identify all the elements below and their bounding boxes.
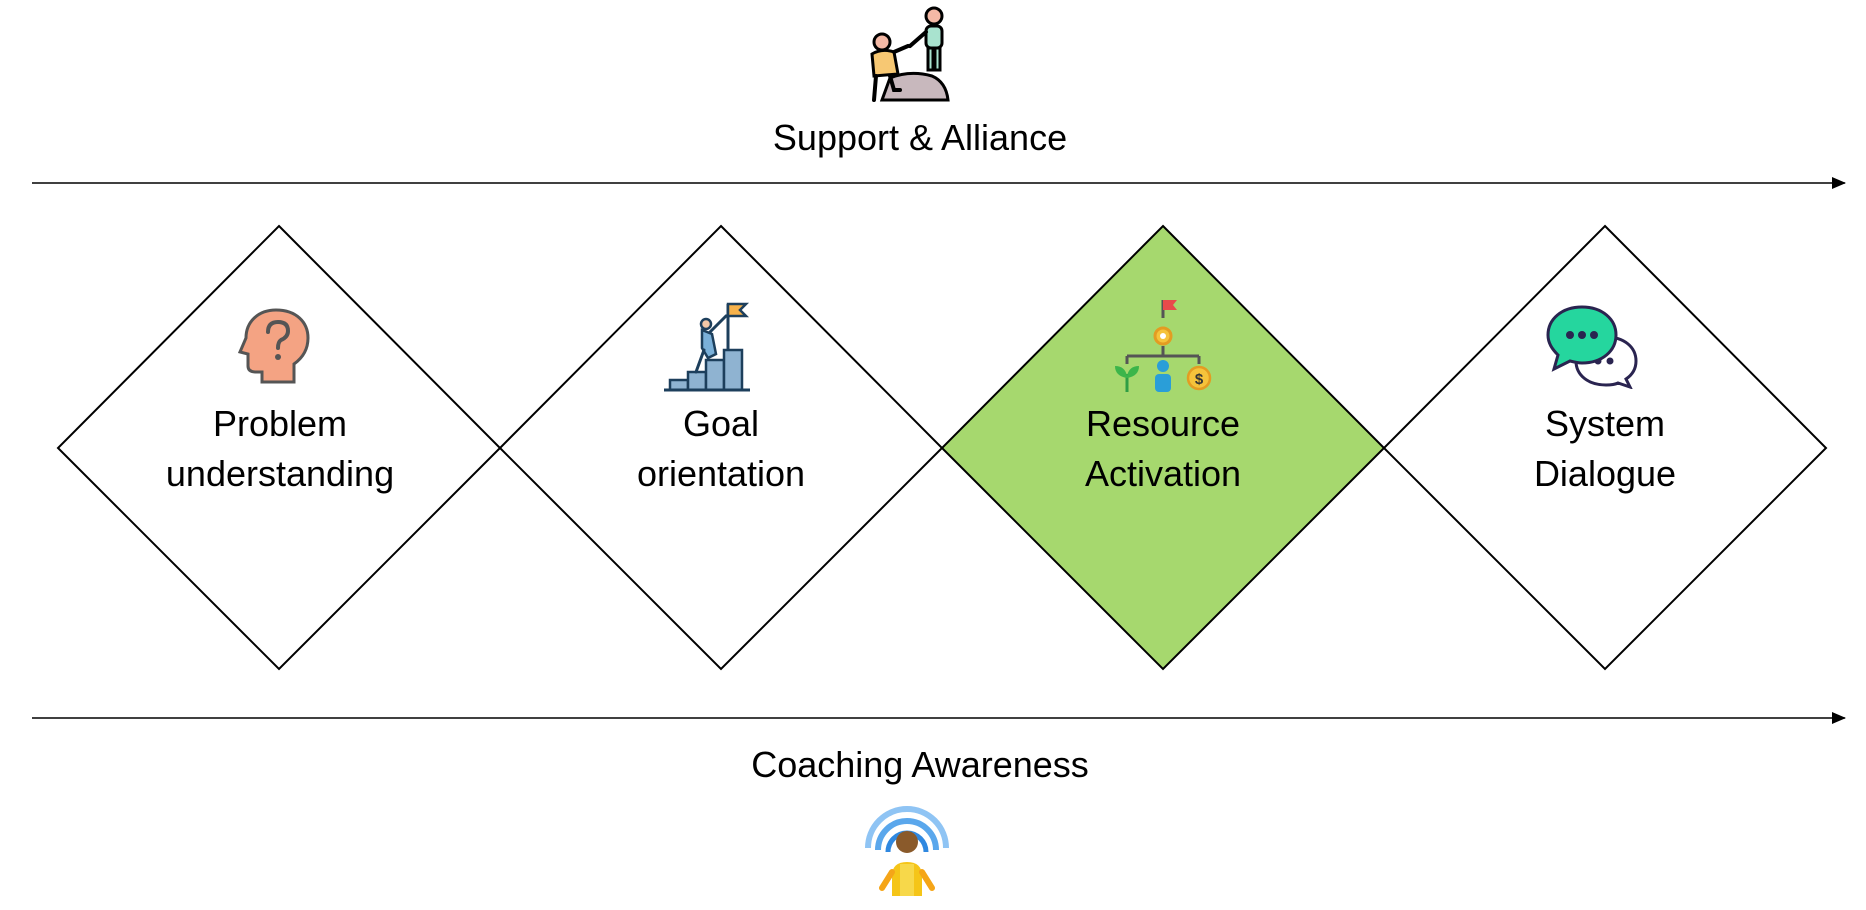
stage-label-line2: understanding xyxy=(165,453,395,494)
stage-label-resource: Resource Activation xyxy=(1013,399,1313,499)
stage-label-goal: Goal orientation xyxy=(571,399,871,499)
stage-diamond-goal xyxy=(498,224,944,671)
top-title: Support & Alliance xyxy=(772,117,1068,158)
stage-label-line1: Goal xyxy=(682,403,760,444)
stage-label-line1: Resource xyxy=(1085,403,1241,444)
svg-text:$: $ xyxy=(1195,371,1204,388)
stage-diamond-resource xyxy=(940,224,1386,671)
awareness-person-icon xyxy=(865,806,949,896)
bottom-title: Coaching Awareness xyxy=(751,744,1089,785)
stage-diamond-system xyxy=(1382,224,1828,671)
stage-label-line1: Problem xyxy=(212,403,348,444)
stage-label-line1: System xyxy=(1544,403,1666,444)
stage-label-problem: Problem understanding xyxy=(130,399,430,499)
stage-label-line2: orientation xyxy=(636,453,806,494)
speech-bubbles-icon xyxy=(1546,305,1638,389)
stage-label-system: System Dialogue xyxy=(1455,399,1755,499)
stage-diamond-problem xyxy=(56,224,502,671)
head-question-icon xyxy=(237,308,310,384)
climber-flag-icon xyxy=(664,302,750,392)
resource-tree-icon: $ xyxy=(1115,300,1212,392)
helping-hand-icon xyxy=(870,6,950,102)
stage-label-line2: Activation xyxy=(1084,453,1242,494)
stage-label-line2: Dialogue xyxy=(1533,453,1677,494)
